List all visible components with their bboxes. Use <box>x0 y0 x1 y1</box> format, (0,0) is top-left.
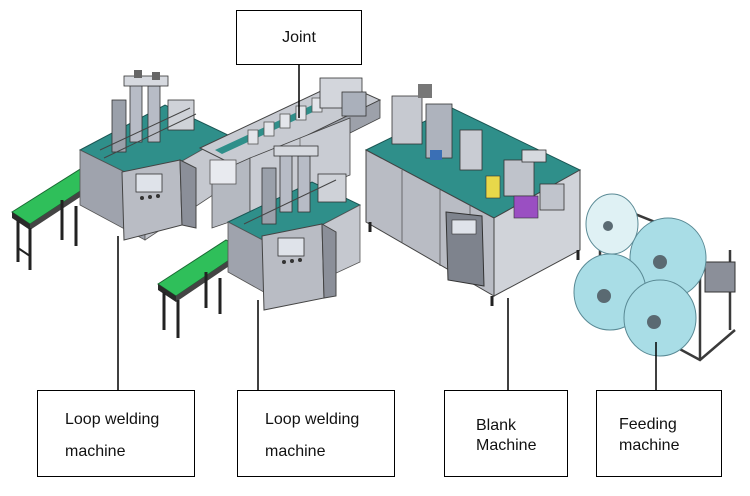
label-loop-welding-1-line2: machine <box>65 443 126 460</box>
conveyor-belt-2 <box>157 239 245 338</box>
welding-head-1 <box>99 70 197 159</box>
blank-upper-mechanism <box>391 84 565 219</box>
feeding-machine <box>573 193 736 362</box>
material-roll-top <box>629 217 707 299</box>
control-cabinet-2 <box>261 223 337 311</box>
loop-welding-machine-2 <box>157 145 362 338</box>
label-feeding-machine: Feeding machine <box>596 390 722 477</box>
label-loop-welding-2-line1: Loop welding <box>265 411 360 428</box>
material-roll-back <box>585 193 639 255</box>
label-loop-welding-1-line1: Loop welding <box>65 411 160 428</box>
pointer-lines <box>117 65 657 390</box>
label-feeding-line1: Feeding <box>619 416 677 433</box>
label-blank-machine: Blank Machine <box>444 390 568 477</box>
label-joint: Joint <box>236 10 362 65</box>
label-joint-text: Joint <box>282 29 316 46</box>
label-loop-welding-1: Loop welding machine <box>37 390 195 477</box>
label-loop-welding-2-line2: machine <box>265 443 326 460</box>
blank-machine <box>364 84 582 306</box>
material-roll-bottom <box>623 279 697 357</box>
label-feeding-line2: machine <box>619 437 680 454</box>
control-cabinet-1 <box>121 159 197 241</box>
loop-welding-machine-1 <box>11 70 230 270</box>
label-loop-welding-2: Loop welding machine <box>237 390 395 477</box>
blank-control-panel <box>445 211 485 287</box>
label-blank-line2: Machine <box>476 437 537 454</box>
label-blank-line1: Blank <box>476 417 517 434</box>
welding-head-2 <box>243 145 347 225</box>
